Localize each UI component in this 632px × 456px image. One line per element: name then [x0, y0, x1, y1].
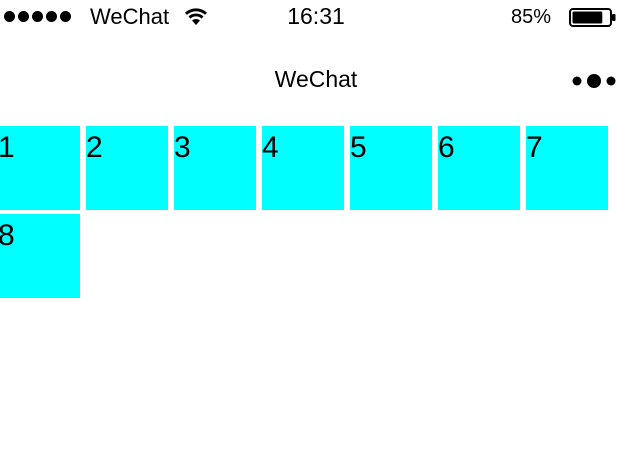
- wifi-icon: [185, 8, 207, 25]
- more-options-icon[interactable]: [572, 73, 616, 89]
- grid-cell: 2: [86, 126, 168, 210]
- grid-cell-label: 5: [350, 131, 367, 164]
- battery-icon: [569, 8, 616, 27]
- navigation-bar: WeChat: [0, 34, 632, 124]
- battery-fill: [572, 11, 603, 24]
- grid-cell-label: 4: [262, 131, 279, 164]
- signal-dot: [46, 11, 57, 22]
- carrier-name: WeChat: [90, 4, 170, 29]
- grid-cell: 1: [0, 126, 80, 210]
- signal-dot: [18, 11, 29, 22]
- grid-cell-label: 8: [0, 219, 15, 252]
- battery-percent: 85%: [511, 6, 552, 28]
- grid-cell-label: 6: [438, 131, 455, 164]
- signal-dot: [32, 11, 43, 22]
- grid-cell-label: 3: [174, 131, 191, 164]
- grid-cell: 6: [438, 126, 520, 210]
- signal-strength-icon: [4, 11, 71, 22]
- page-title: WeChat: [274, 66, 358, 92]
- grid-cell-label: 7: [526, 131, 543, 164]
- status-bar: WeChat 16:31 85%: [0, 0, 632, 34]
- status-time: 16:31: [287, 3, 345, 29]
- grid-cell: 8: [0, 214, 80, 298]
- grid-cell: 4: [262, 126, 344, 210]
- grid-cell: 7: [526, 126, 608, 210]
- grid-cell: 3: [174, 126, 256, 210]
- grid-cell-label: 1: [0, 131, 15, 164]
- signal-dot: [4, 11, 15, 22]
- signal-dot: [60, 11, 71, 22]
- grid-cell-label: 2: [86, 131, 103, 164]
- grid-cell: 5: [350, 126, 432, 210]
